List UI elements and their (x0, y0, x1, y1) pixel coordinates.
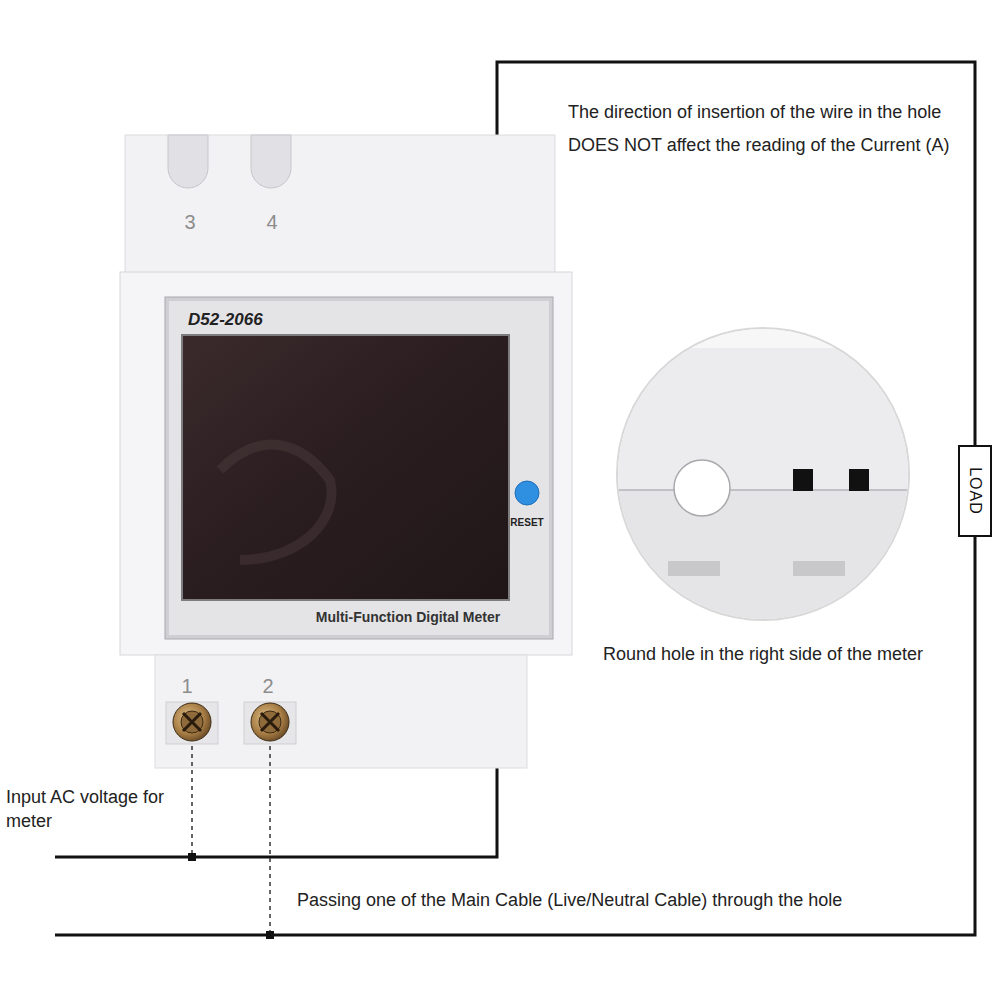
node-label: LOAD (966, 467, 984, 515)
terminal-number: 4 (266, 210, 277, 234)
junction-dot (188, 853, 196, 861)
lcd-screen (182, 335, 509, 600)
terminal-number: 2 (262, 674, 273, 698)
terminal-slot (251, 135, 291, 188)
model-number: D52-2066 (188, 310, 263, 330)
terminal-screw (251, 703, 289, 741)
button-label: RESET (510, 517, 543, 529)
terminal-number: 1 (181, 674, 192, 698)
note-text: Passing one of the Main Cable (Live/Neut… (297, 890, 842, 912)
terminal-slot (168, 135, 208, 188)
load-box: LOAD (958, 445, 992, 537)
cable-hole (674, 460, 730, 516)
product-name: Multi-Function Digital Meter (316, 609, 500, 626)
reset-button (515, 481, 539, 505)
note-text: Input AC voltage for meter (6, 785, 181, 833)
junction-dot (266, 931, 274, 939)
meter-body (120, 135, 572, 768)
main-cable (55, 62, 975, 935)
terminal-lead (192, 746, 270, 932)
terminal-number: 3 (184, 210, 195, 234)
side-view-inset (610, 320, 920, 630)
terminal-screw (173, 703, 211, 741)
note-text: The direction of insertion of the wire i… (568, 96, 973, 162)
wire (55, 62, 975, 935)
inset-caption: Round hole in the right side of the mete… (603, 644, 923, 666)
